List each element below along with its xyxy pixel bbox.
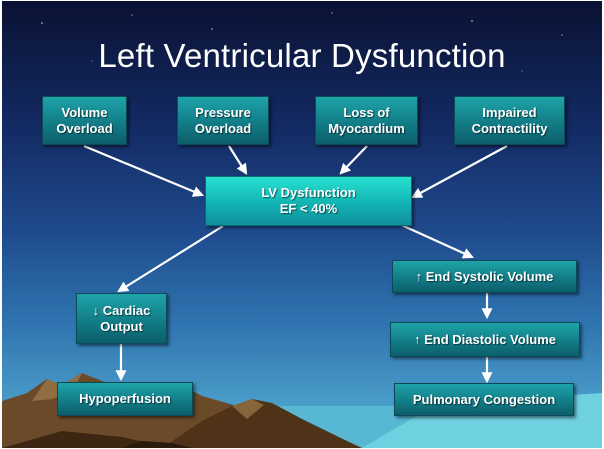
arrow-lv-to-output <box>119 226 223 291</box>
lv-dysfunction-box: LV Dysfunction EF < 40% <box>205 176 412 226</box>
loss-of-myocardium-box: Loss of Myocardium <box>315 96 418 145</box>
arrow-loss-to-lv <box>341 146 367 173</box>
arrow-impaired-to-lv <box>413 146 507 197</box>
hypoperfusion-box: Hypoperfusion <box>57 382 193 416</box>
pulmonary-congestion-box: Pulmonary Congestion <box>394 383 574 416</box>
cardiac-output-box: ↓ Cardiac Output <box>76 293 167 344</box>
volume-overload-box: Volume Overload <box>42 96 127 145</box>
end-systolic-volume-box: ↑ End Systolic Volume <box>392 260 577 293</box>
arrow-volume-to-lv <box>84 146 202 195</box>
arrow-lv-to-systolic <box>397 223 472 257</box>
end-diastolic-volume-box: ↑ End Diastolic Volume <box>390 322 580 357</box>
arrow-pressure-to-lv <box>229 146 246 173</box>
pressure-overload-box: Pressure Overload <box>177 96 269 145</box>
impaired-contractility-box: Impaired Contractility <box>454 96 565 145</box>
